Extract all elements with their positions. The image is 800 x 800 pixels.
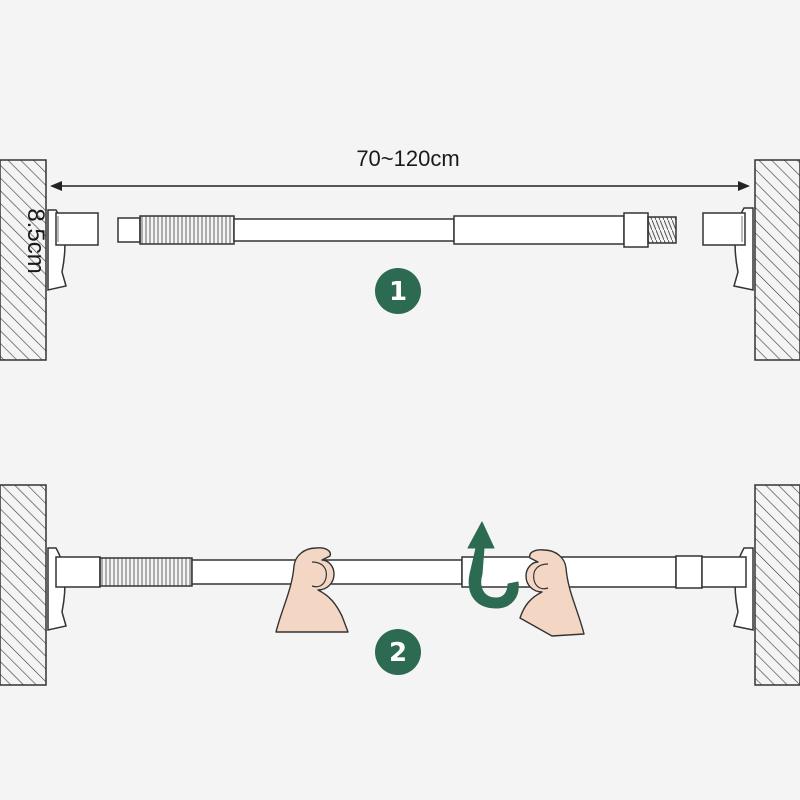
right-wall-bottom [754,484,800,686]
rotate-arrow-icon [467,521,519,609]
step-1-number: 1 [389,277,407,307]
step-2-illustration: 2 [0,484,800,686]
depth-dimension-label: 8.5cm [22,208,49,273]
left-hand-icon [275,547,349,633]
step-1-illustration: 70~120cm 8.5cm 1 [0,146,800,361]
right-hand-icon [519,549,585,637]
left-end-cap-installed [47,547,101,631]
left-wall-top [0,159,47,361]
left-wall-bottom [0,484,47,686]
right-end-cap [702,207,754,291]
step-1-badge: 1 [375,268,421,314]
right-end-cap-installed [701,547,754,631]
step-2-badge: 2 [375,629,421,675]
right-wall-top [754,159,800,361]
width-dimension-label: 70~120cm [356,146,459,171]
rod-disassembled [117,212,677,248]
left-end-cap [47,209,99,291]
step-2-number: 2 [389,638,407,668]
width-dimension-arrow [50,181,750,191]
rod-assembled [99,555,703,589]
